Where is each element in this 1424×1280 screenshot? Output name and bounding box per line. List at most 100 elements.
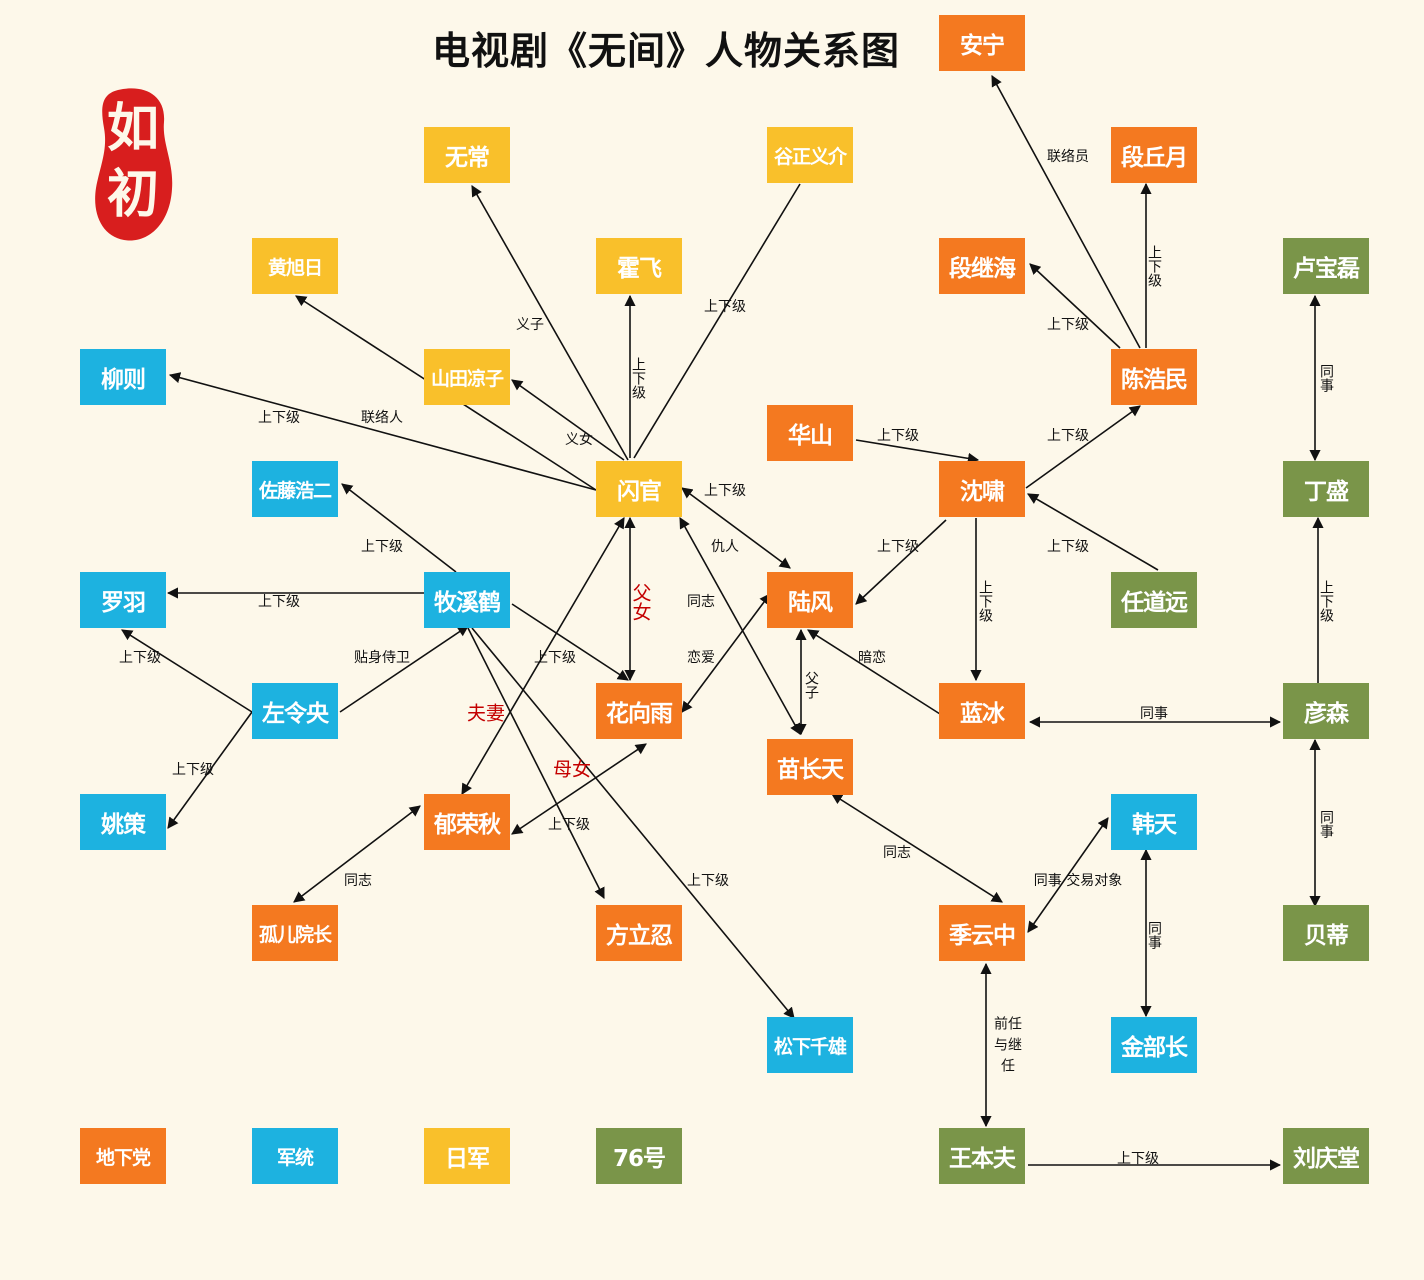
edge-shenxiao-lufeng bbox=[855, 519, 947, 605]
relation-label: 上下级 bbox=[704, 299, 746, 315]
node-fangliren: 方立忍 bbox=[596, 905, 682, 961]
relation-label: 上下级 bbox=[258, 594, 300, 610]
relation-label: 上下级 bbox=[877, 428, 919, 444]
relation-label: 同事 bbox=[1318, 810, 1334, 838]
relation-label: 贴身侍卫 bbox=[354, 650, 410, 666]
node-huofei: 霍飞 bbox=[596, 238, 682, 294]
node-shenxiao: 沈啸 bbox=[939, 461, 1025, 517]
node-huangxuri: 黄旭日 bbox=[252, 238, 338, 294]
edge-jiyunzhong-hantian bbox=[1027, 817, 1109, 933]
node-yaoce: 姚策 bbox=[80, 794, 166, 850]
relation-label: 暗恋 bbox=[858, 650, 886, 666]
edge-shanguan-wuchang bbox=[471, 185, 629, 461]
node-lanbing: 蓝冰 bbox=[939, 683, 1025, 739]
relation-label: 上下级 bbox=[534, 650, 576, 666]
relation-label: 上下级 bbox=[361, 539, 403, 555]
node-wuchang: 无常 bbox=[424, 127, 510, 183]
relation-label: 上下级 bbox=[1047, 539, 1089, 555]
edge-shanguan-liuze bbox=[168, 372, 597, 491]
relation-label: 同志 bbox=[883, 845, 911, 861]
node-miaochangtian: 苗长天 bbox=[767, 739, 853, 795]
legend-76: 76号 bbox=[596, 1128, 682, 1184]
node-lubaolei: 卢宝磊 bbox=[1283, 238, 1369, 294]
svg-text:如: 如 bbox=[107, 98, 159, 159]
node-guzheng: 谷正义介 bbox=[767, 127, 853, 183]
relation-label: 义子 bbox=[516, 317, 544, 333]
relation-label: 同志 bbox=[687, 594, 715, 610]
edge-rendaoyuan-shenxiao bbox=[1027, 493, 1159, 571]
relation-label: 上下级 bbox=[172, 762, 214, 778]
edge-muxihe-zuoteng bbox=[341, 483, 457, 573]
relation-label: 上下级 bbox=[119, 650, 161, 666]
relation-label: 上下级 bbox=[1117, 1151, 1159, 1167]
node-shanguan: 闪官 bbox=[596, 461, 682, 517]
edge-muxihe-huaxiangyu bbox=[511, 603, 629, 681]
edge-lanbing-lufeng bbox=[807, 629, 941, 715]
relation-label: 上下级 bbox=[258, 410, 300, 426]
edge-shanguan-lufeng bbox=[681, 487, 791, 569]
relation-label: 上下级 bbox=[977, 580, 993, 622]
edge-chenhaomin-anning bbox=[991, 75, 1141, 349]
relation-label: 上下级 bbox=[704, 483, 746, 499]
relation-label: 上下级 bbox=[1047, 317, 1089, 333]
node-liuze: 柳则 bbox=[80, 349, 166, 405]
edge-chenhaomin-duanjihai bbox=[1029, 263, 1121, 349]
edge-zuolingyang-muxihe bbox=[339, 625, 469, 713]
edge-shenxiao-chenhaomin bbox=[1025, 405, 1141, 489]
node-songxia: 松下千雄 bbox=[767, 1017, 853, 1073]
relation-label: 前任与继任 bbox=[994, 1016, 1022, 1075]
relation-label: 上下级 bbox=[687, 873, 729, 889]
relation-label: 联络人 bbox=[361, 410, 403, 426]
edge-huaxiangyu-yurongqiu bbox=[511, 743, 647, 835]
legend-underground: 地下党 bbox=[80, 1128, 166, 1184]
relation-label: 夫妻 bbox=[466, 702, 506, 725]
relation-label: 上下级 bbox=[1047, 428, 1089, 444]
node-duanqiuyue: 段丘月 bbox=[1111, 127, 1197, 183]
relation-label: 联络员 bbox=[1047, 149, 1089, 165]
relation-label: 仇人 bbox=[711, 539, 739, 555]
node-anning: 安宁 bbox=[939, 15, 1025, 71]
node-yurongqiu: 郁荣秋 bbox=[424, 794, 510, 850]
relation-label: 上下级 bbox=[1318, 580, 1334, 622]
node-guer: 孤儿院长 bbox=[252, 905, 338, 961]
relation-label: 上下级 bbox=[548, 817, 590, 833]
edge-miaochangtian-jiyunzhong bbox=[831, 793, 1003, 903]
edge-muxihe-fangliren bbox=[467, 627, 605, 900]
node-rendaoyuan: 任道远 bbox=[1111, 572, 1197, 628]
edge-shanguan-guzheng bbox=[633, 183, 801, 459]
seal-logo: 如 初 bbox=[88, 84, 178, 246]
relation-label: 父子 bbox=[803, 671, 819, 699]
relation-label: 上下级 bbox=[630, 357, 646, 399]
node-lufeng: 陆风 bbox=[767, 572, 853, 628]
relation-label: 同事 bbox=[1146, 921, 1162, 949]
node-luoyu: 罗羽 bbox=[80, 572, 166, 628]
node-muxihe: 牧溪鹤 bbox=[424, 572, 510, 628]
edge-yurongqiu-guer bbox=[293, 805, 421, 903]
node-zuoteng: 佐藤浩二 bbox=[252, 461, 338, 517]
edge-shanguan-yurongqiu bbox=[461, 517, 625, 795]
relation-label: 上下级 bbox=[877, 539, 919, 555]
edge-huashan-shenxiao bbox=[855, 439, 980, 464]
node-wangbenfu: 王本夫 bbox=[939, 1128, 1025, 1184]
relation-label: 父女 bbox=[629, 583, 652, 621]
node-jinbuzhang: 金部长 bbox=[1111, 1017, 1197, 1073]
node-shantian: 山田凉子 bbox=[424, 349, 510, 405]
edge-zuolingyang-yaoce bbox=[167, 711, 253, 829]
legend-juntong: 军统 bbox=[252, 1128, 338, 1184]
node-huashan: 华山 bbox=[767, 405, 853, 461]
node-huaxiangyu: 花向雨 bbox=[596, 683, 682, 739]
relation-label: 母女 bbox=[552, 758, 592, 781]
node-beidi: 贝蒂 bbox=[1283, 905, 1369, 961]
node-duanjihai: 段继海 bbox=[939, 238, 1025, 294]
node-yansen: 彦森 bbox=[1283, 683, 1369, 739]
edge-muxihe-songxia bbox=[471, 627, 795, 1019]
page-title: 电视剧《无间》人物关系图 bbox=[432, 29, 901, 73]
relation-label: 义女 bbox=[565, 432, 593, 448]
relation-label: 同事 bbox=[1140, 706, 1168, 722]
edge-zuolingyang-luoyu bbox=[121, 629, 253, 713]
node-dingsheng: 丁盛 bbox=[1283, 461, 1369, 517]
relation-label: 同志 bbox=[344, 873, 372, 889]
node-jiyunzhong: 季云中 bbox=[939, 905, 1025, 961]
svg-text:初: 初 bbox=[107, 164, 159, 225]
